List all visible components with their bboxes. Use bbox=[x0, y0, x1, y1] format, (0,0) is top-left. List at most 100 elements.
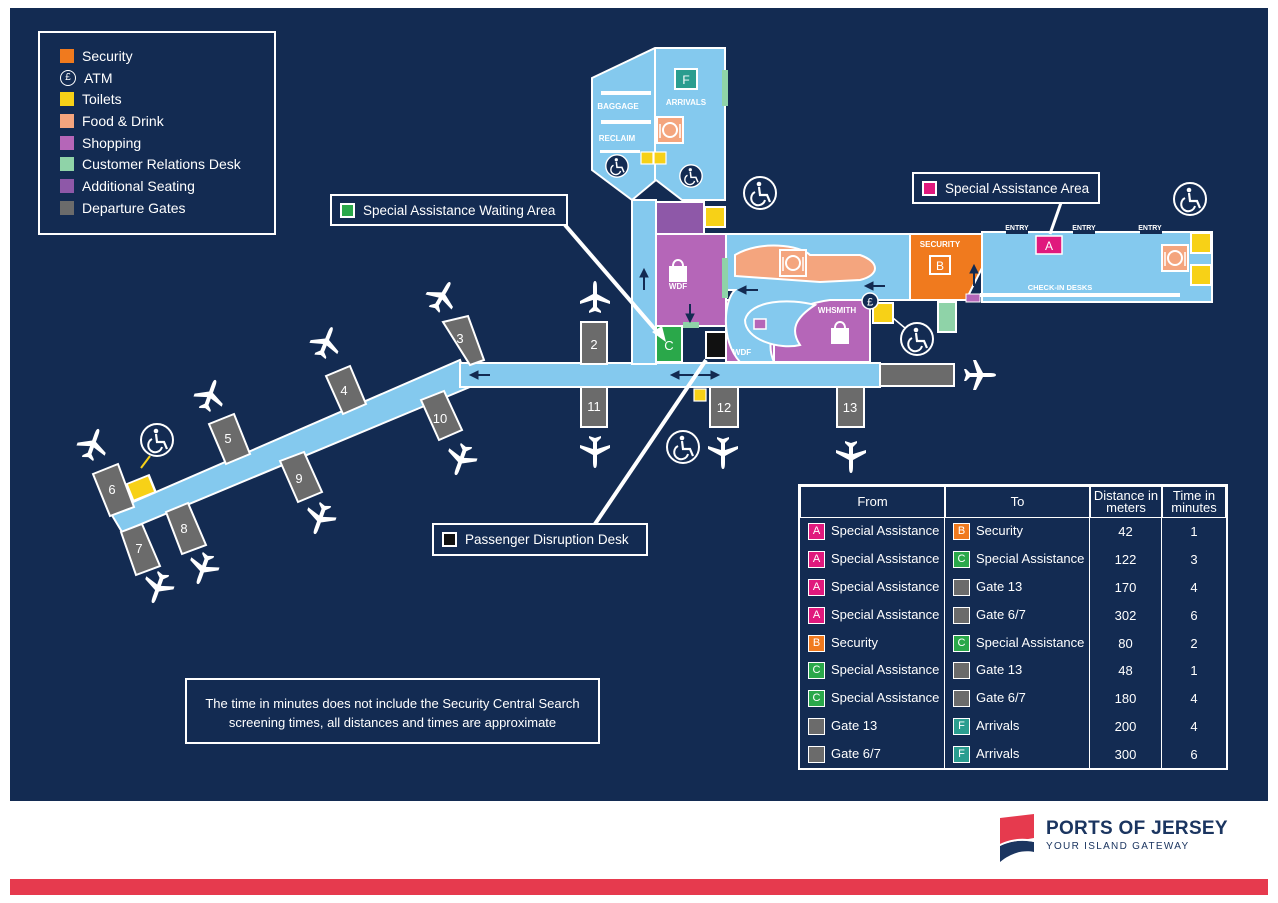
from-badge bbox=[808, 718, 825, 735]
disruption-desk-label: Passenger Disruption Desk bbox=[465, 532, 629, 547]
time-value: 2 bbox=[1190, 635, 1198, 651]
wheelchair-icon bbox=[665, 429, 701, 465]
atm-symbol: £ bbox=[867, 297, 873, 309]
gate-label-8: 8 bbox=[180, 521, 187, 536]
to-badge: C bbox=[953, 634, 970, 652]
distance-value: 42 bbox=[1118, 524, 1133, 540]
time-value: 6 bbox=[1190, 746, 1198, 762]
footer-accent-bar bbox=[10, 879, 1268, 895]
waiting-area-callout: Special Assistance Waiting Area bbox=[330, 194, 568, 226]
waiting-area-label: Special Assistance Waiting Area bbox=[363, 202, 556, 218]
wheelchair-icon bbox=[742, 175, 778, 211]
brand-tagline: YOUR ISLAND GATEWAY bbox=[1046, 841, 1190, 852]
time-cell: 4 bbox=[1162, 713, 1226, 741]
legend-item-shopping: Shopping bbox=[60, 132, 274, 154]
distance-value: 180 bbox=[1114, 691, 1137, 707]
food-drink-icon bbox=[1161, 244, 1189, 272]
from-cell: B Security bbox=[800, 629, 945, 657]
from-badge: A bbox=[808, 606, 825, 624]
gate-label-13: 13 bbox=[843, 400, 857, 415]
from-header: From bbox=[800, 486, 945, 518]
distance-value: 300 bbox=[1114, 746, 1137, 762]
from-text: Security bbox=[831, 634, 878, 650]
disruption-desk bbox=[705, 331, 727, 359]
from-badge: A bbox=[808, 523, 825, 541]
from-badge: C bbox=[808, 690, 825, 708]
gate-2 bbox=[580, 321, 608, 365]
legend-item-food-drink: Food & Drink bbox=[60, 110, 274, 132]
legend-label: Departure Gates bbox=[82, 199, 186, 216]
wheelchair-icon bbox=[679, 164, 703, 188]
from-text: Gate 13 bbox=[831, 717, 878, 733]
additional-seating bbox=[655, 201, 705, 235]
from-text: Special Assistance bbox=[831, 551, 940, 567]
plane-icon bbox=[708, 437, 738, 469]
to-text: Gate 13 bbox=[976, 662, 1023, 678]
from-badge: B bbox=[808, 634, 825, 652]
waiting-area-pointer bbox=[563, 223, 662, 337]
gate-8 bbox=[164, 501, 208, 556]
distance-header-line-2: meters bbox=[1106, 500, 1146, 515]
gate-label-6: 6 bbox=[108, 482, 115, 497]
to-badge bbox=[953, 606, 970, 624]
to-text: Gate 13 bbox=[976, 578, 1023, 594]
legend-label: Food & Drink bbox=[82, 112, 164, 129]
lounge-island bbox=[743, 300, 818, 348]
from-cell: C Special Assistance bbox=[800, 684, 945, 713]
gate-6 bbox=[91, 462, 136, 518]
gate-label-10: 10 bbox=[433, 411, 447, 426]
to-badge: B bbox=[953, 523, 970, 541]
gate-10 bbox=[419, 389, 464, 442]
toilet-icon bbox=[693, 388, 707, 402]
time-value: 4 bbox=[1190, 718, 1198, 734]
from-text: Gate 6/7 bbox=[831, 745, 881, 761]
to-badge: F bbox=[953, 718, 970, 735]
to-text: Special Assistance bbox=[976, 551, 1085, 567]
from-text: Special Assistance bbox=[831, 690, 940, 706]
zone-f-marker: F bbox=[674, 68, 698, 90]
legend-box: Security £ATM Toilets Food & Drink Shopp… bbox=[38, 31, 276, 235]
time-value: 4 bbox=[1190, 579, 1198, 595]
distance-cell: 170 bbox=[1090, 573, 1162, 602]
gate-label-5: 5 bbox=[224, 431, 231, 446]
reclaim-label: RECLAIM bbox=[599, 134, 636, 143]
distance-value: 170 bbox=[1114, 579, 1137, 595]
toilet-icon bbox=[653, 151, 667, 165]
distance-cell: 302 bbox=[1090, 601, 1162, 630]
note-line-1: The time in minutes does not include the… bbox=[205, 696, 580, 711]
plane-icon bbox=[964, 360, 996, 390]
ports-of-jersey-logo: PORTS OF JERSEY YOUR ISLAND GATEWAY bbox=[998, 814, 1228, 870]
food-drink-icon bbox=[656, 116, 684, 144]
customer-relations-swatch bbox=[60, 157, 74, 172]
assistance-area-callout: Special Assistance Area bbox=[912, 172, 1100, 204]
to-cell: Gate 13 bbox=[945, 573, 1090, 602]
legend-item-security: Security bbox=[60, 45, 274, 67]
wheelchair-icon bbox=[139, 422, 175, 458]
plane-icon bbox=[300, 498, 340, 540]
distance-cell: 200 bbox=[1090, 712, 1162, 741]
time-header-line-2: minutes bbox=[1171, 500, 1217, 515]
plane-icon bbox=[73, 423, 113, 465]
food-drink-icon bbox=[779, 249, 807, 277]
gates-swatch bbox=[60, 200, 74, 215]
from-badge: A bbox=[808, 579, 825, 597]
toilet-swatch bbox=[60, 92, 74, 107]
time-value: 1 bbox=[1190, 663, 1198, 679]
gate-label-7: 7 bbox=[135, 541, 142, 556]
toilet-icon bbox=[704, 206, 726, 228]
toilet-icon bbox=[640, 151, 654, 165]
food-drink-swatch bbox=[60, 113, 74, 128]
time-header-line-1: Time in bbox=[1172, 488, 1216, 503]
time-value: 3 bbox=[1190, 552, 1198, 568]
note-line-2: screening times, all distances and times… bbox=[228, 715, 557, 730]
